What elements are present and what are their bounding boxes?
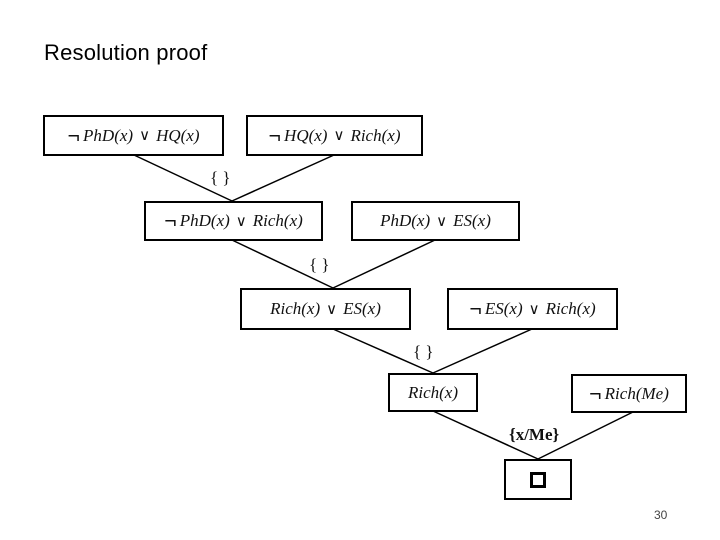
substitution-label: {x/Me} [509,425,560,444]
edge-c3-r2 [231,239,334,289]
substitution-label: { } [309,255,330,274]
clause-box: ¬ PhD(x) ∨ Rich(x) [144,201,323,241]
or-symbol: ∨ [139,128,151,144]
negation-symbol: ¬ [589,380,602,406]
literal: Rich(x) [252,211,303,230]
or-symbol: ∨ [333,128,345,144]
literal: ES(x) [453,211,491,230]
negation-symbol: ¬ [67,122,81,148]
or-symbol: ∨ [326,301,338,318]
literal: ES(x) [343,299,381,318]
literal: PhD(x) [83,125,134,145]
clause-box: ¬ PhD(x) ∨ HQ(x) [43,115,224,156]
clause-box: Rich(x) ∨ ES(x) [240,288,411,330]
edge-c6-r3 [432,328,533,374]
page-number: 30 [654,508,668,522]
negation-symbol: ¬ [268,122,282,148]
edge-c4-r2 [332,239,436,289]
edge-c1-r1 [133,154,233,202]
substitution-label: { } [413,342,434,361]
literal: HQ(x) [156,125,200,145]
literal: PhD(x) [179,211,230,230]
negation-symbol: ¬ [164,208,177,233]
or-symbol: ∨ [235,213,247,230]
clause-box: ¬ HQ(x) ∨ Rich(x) [246,115,423,156]
slide-title: Resolution proof [44,40,208,65]
or-symbol: ∨ [528,301,540,318]
negation-symbol: ¬ [469,296,482,321]
or-symbol: ∨ [436,213,448,230]
literal: ES(x) [484,299,523,318]
literal: Rich(x) [407,382,459,402]
literal: PhD(x) [380,211,431,230]
substitution-label: { } [210,168,231,187]
literal: HQ(x) [284,125,328,145]
edge-c5-r3 [332,328,434,374]
clause-box: Rich(x) [388,373,478,412]
clause-box: PhD(x) ∨ ES(x) [351,201,520,241]
edge-c2-r1 [231,154,335,202]
empty-clause-box [504,459,572,500]
literal: Rich(x) [270,299,321,318]
edge-c7-r4 [432,410,539,460]
literal: Rich(x) [350,125,401,145]
empty-clause-square-icon [530,471,546,488]
clause-box: ¬ Rich(Me) [571,374,687,413]
literal: Rich(x) [545,299,596,318]
literal: Rich(Me) [604,383,669,403]
edge-c8-r4 [537,410,636,460]
clause-box: ¬ ES(x) ∨ Rich(x) [447,288,618,330]
